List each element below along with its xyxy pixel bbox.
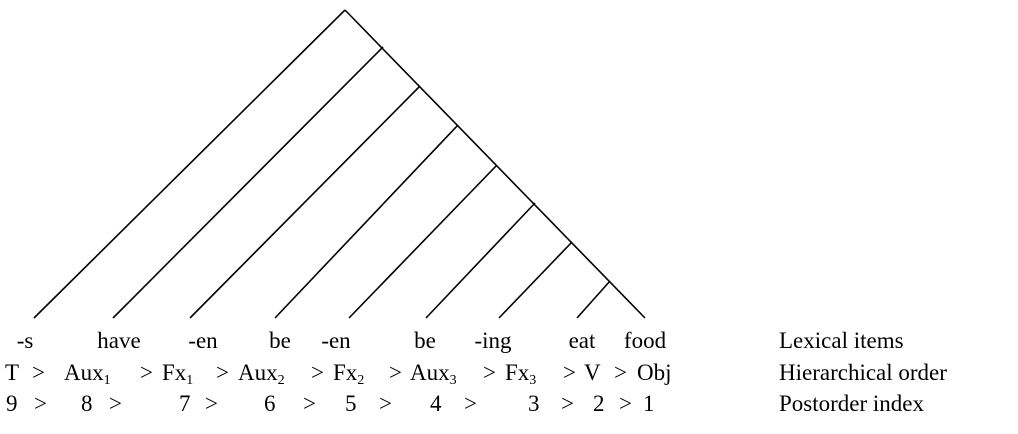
category-label: Obj — [637, 360, 672, 385]
tree-branch — [576, 280, 611, 319]
tree-branch — [425, 202, 536, 319]
lexical-item: -en — [188, 328, 218, 353]
hierarchical-category: Aux3 — [410, 360, 457, 390]
tree-branch — [498, 241, 573, 319]
order-separator: > — [216, 360, 229, 385]
tree-branch — [189, 85, 421, 319]
lexical-item: be — [414, 328, 436, 353]
postorder-number: 2 — [593, 391, 605, 416]
index-separator: > — [619, 391, 632, 416]
order-separator: > — [563, 360, 576, 385]
order-separator: > — [140, 360, 153, 385]
tree-branch — [274, 124, 459, 319]
category-subscript: 1 — [103, 373, 111, 388]
lexical-item: -ing — [474, 328, 512, 353]
order-separator: > — [389, 360, 402, 385]
tree-branch — [112, 46, 384, 319]
category-label: Aux — [410, 360, 450, 385]
hierarchical-category: Fx2 — [333, 360, 364, 390]
postorder-number: 8 — [81, 391, 93, 416]
order-separator: > — [32, 360, 45, 385]
category-subscript: 1 — [186, 373, 194, 388]
postorder-number: 9 — [6, 391, 18, 416]
category-label: Aux — [238, 360, 278, 385]
index-separator: > — [561, 391, 574, 416]
hierarchical-category: Aux1 — [64, 360, 111, 390]
category-label: Aux — [64, 360, 104, 385]
hierarchical-category: V — [584, 360, 601, 386]
category-label: Fx — [333, 360, 358, 385]
row-label-postorder: Postorder index — [779, 391, 925, 416]
index-separator: > — [109, 391, 122, 416]
lexical-item: eat — [568, 328, 596, 353]
category-subscript: 2 — [357, 373, 365, 388]
row-label-lexical: Lexical items — [779, 328, 904, 353]
category-label: Fx — [162, 360, 187, 385]
tree-branch — [348, 164, 498, 319]
hierarchical-category: T — [5, 360, 19, 386]
order-separator: > — [614, 360, 627, 385]
index-separator: > — [34, 391, 47, 416]
postorder-number: 3 — [528, 391, 540, 416]
lexical-item: -s — [16, 328, 34, 353]
postorder-number: 5 — [345, 391, 357, 416]
index-separator: > — [464, 391, 477, 416]
row-label-hierarchical: Hierarchical order — [779, 360, 947, 385]
category-label: T — [5, 360, 20, 385]
hierarchical-category: Fx1 — [162, 360, 193, 390]
order-separator: > — [483, 360, 496, 385]
postorder-number: 6 — [264, 391, 276, 416]
index-separator: > — [205, 391, 218, 416]
tree-branch — [33, 9, 346, 319]
index-separator: > — [379, 391, 392, 416]
category-label: Fx — [505, 360, 530, 385]
postorder-number: 7 — [179, 391, 191, 416]
lexical-item: food — [623, 328, 667, 353]
tree-diagram — [33, 9, 646, 319]
tree-spine — [344, 9, 646, 319]
hierarchical-category: Obj — [637, 360, 672, 386]
lexical-item: -en — [321, 328, 351, 353]
postorder-number: 1 — [643, 391, 655, 416]
postorder-number: 4 — [430, 391, 442, 416]
order-separator: > — [311, 360, 324, 385]
lexical-item: be — [269, 328, 291, 353]
index-separator: > — [303, 391, 316, 416]
category-subscript: 3 — [529, 373, 537, 388]
category-label: V — [584, 360, 601, 385]
category-subscript: 3 — [449, 373, 457, 388]
hierarchical-category: Fx3 — [505, 360, 536, 390]
category-subscript: 2 — [277, 373, 285, 388]
lexical-item: have — [97, 328, 141, 353]
hierarchical-category: Aux2 — [238, 360, 285, 390]
